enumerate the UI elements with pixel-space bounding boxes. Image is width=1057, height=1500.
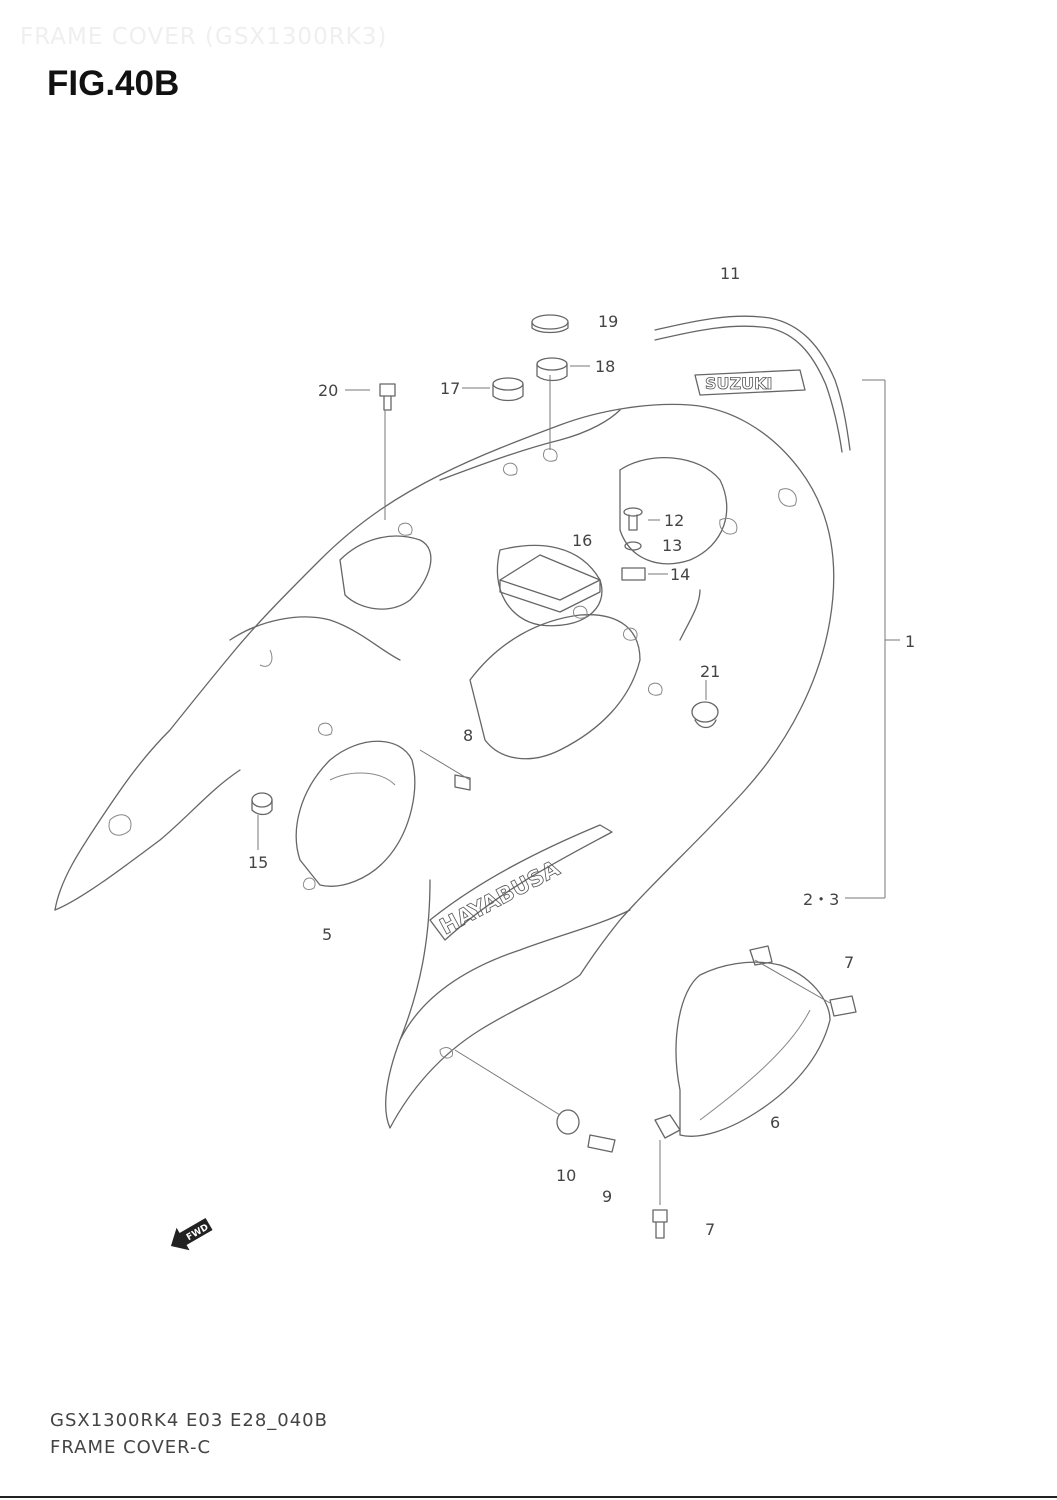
callout-17: 17 bbox=[440, 379, 460, 398]
callout-7-lower: 7 bbox=[705, 1220, 715, 1239]
part-9-bolt bbox=[587, 1134, 616, 1153]
part-13-washer bbox=[624, 541, 642, 551]
callout-labels: 11 19 18 17 20 12 16 13 14 1 21 8 15 5 2… bbox=[248, 264, 915, 1239]
part-6-side-cover bbox=[654, 945, 831, 1139]
callout-10: 10 bbox=[556, 1166, 576, 1185]
callout-7-upper: 7 bbox=[844, 953, 854, 972]
svg-text:SUZUKI: SUZUKI bbox=[705, 374, 772, 393]
fwd-direction-arrow: FWD bbox=[170, 1217, 213, 1251]
part-20-screw bbox=[379, 383, 396, 411]
leader-lines bbox=[257, 365, 900, 1205]
part-12-bolt bbox=[623, 507, 643, 531]
diagram-name: FRAME COVER-C bbox=[50, 1437, 212, 1458]
part-10-grommet bbox=[556, 1109, 580, 1135]
callout-11: 11 bbox=[720, 264, 740, 283]
callout-16: 16 bbox=[572, 531, 592, 550]
callout-1: 1 bbox=[905, 632, 915, 651]
callout-14: 14 bbox=[670, 565, 690, 584]
part-15-nut bbox=[251, 792, 273, 816]
page-bottom-border bbox=[0, 1496, 1057, 1498]
callout-15: 15 bbox=[248, 853, 268, 872]
frame-cover-body bbox=[54, 403, 835, 1129]
callout-12: 12 bbox=[664, 511, 684, 530]
part-7-screw-lower bbox=[652, 1209, 668, 1239]
figure-title: FIG.40B bbox=[47, 64, 180, 103]
callout-20: 20 bbox=[318, 381, 338, 400]
part-17-grommet bbox=[492, 377, 524, 402]
part-19-cap bbox=[531, 314, 569, 334]
part-14-nut bbox=[621, 567, 646, 581]
callout-6: 6 bbox=[770, 1113, 780, 1132]
part-5-tail-cover bbox=[295, 740, 416, 891]
grab-bar bbox=[654, 315, 851, 451]
part-18-grommet bbox=[536, 357, 568, 382]
part-8-bolt bbox=[454, 774, 471, 791]
callout-21: 21 bbox=[700, 662, 720, 681]
callout-2-3: 2・3 bbox=[803, 890, 839, 909]
callout-5: 5 bbox=[322, 925, 332, 944]
page-watermark: FRAME COVER (GSX1300RK3) bbox=[20, 24, 388, 50]
part-21-cushion bbox=[691, 701, 719, 729]
callout-13: 13 bbox=[662, 536, 682, 555]
callout-19: 19 bbox=[598, 312, 618, 331]
part-16-bracket bbox=[499, 554, 601, 613]
callout-9: 9 bbox=[602, 1187, 612, 1206]
part-7-screw-upper bbox=[829, 995, 857, 1017]
suzuki-emblem: SUZUKI bbox=[694, 369, 806, 396]
hayabusa-lettering: HAYABUSA bbox=[436, 856, 564, 940]
diagram-code: GSX1300RK4 E03 E28_040B bbox=[50, 1410, 328, 1431]
callout-8: 8 bbox=[463, 726, 473, 745]
callout-18: 18 bbox=[595, 357, 615, 376]
